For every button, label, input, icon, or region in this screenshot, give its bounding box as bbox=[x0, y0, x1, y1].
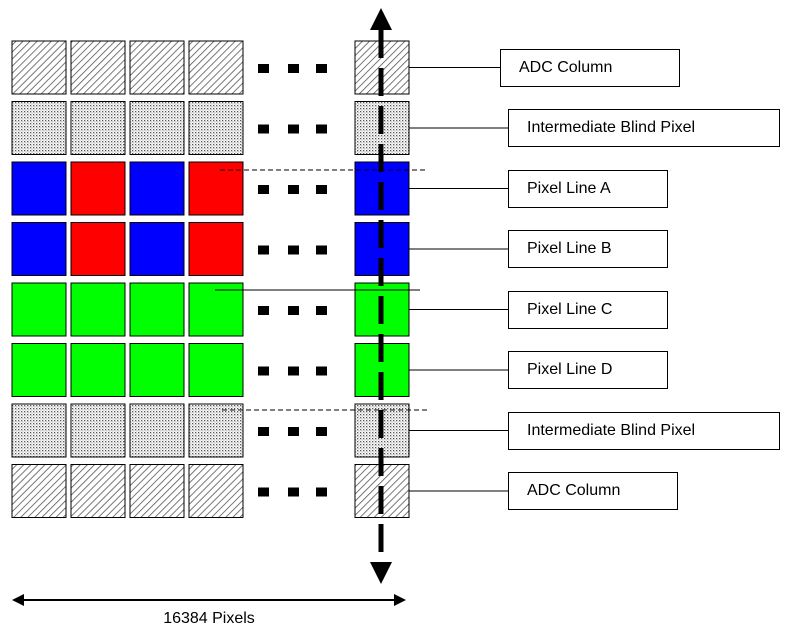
pixel-cell bbox=[188, 222, 244, 276]
row-label-box: Pixel Line A bbox=[508, 169, 668, 208]
ellipsis-dot bbox=[258, 366, 269, 376]
ellipsis-dot bbox=[258, 487, 269, 497]
pixel-cell bbox=[11, 101, 67, 155]
ellipsis-dot bbox=[258, 185, 269, 194]
readout-arrow-down-head bbox=[370, 562, 392, 584]
pixel-cell bbox=[70, 40, 126, 95]
pixel-cell bbox=[70, 161, 126, 216]
readout-direction-arrow bbox=[370, 8, 392, 584]
ellipsis-dot bbox=[288, 487, 299, 497]
pixel-cell bbox=[129, 222, 185, 276]
ellipsis-dot bbox=[288, 306, 299, 315]
ellipsis-dot bbox=[258, 245, 269, 255]
ellipsis-dot bbox=[316, 427, 327, 436]
ellipsis-dot bbox=[316, 306, 327, 315]
row-label-box: Pixel Line C bbox=[508, 290, 668, 329]
pixel-cell bbox=[129, 282, 185, 337]
pixel-cell bbox=[188, 101, 244, 155]
ellipsis-dot bbox=[258, 124, 269, 134]
row-label-box: Intermediate Blind Pixel bbox=[508, 411, 780, 450]
pixel-cell bbox=[129, 40, 185, 95]
ellipsis-dot bbox=[288, 64, 299, 73]
ellipsis-dot bbox=[316, 124, 327, 134]
ellipsis-dot bbox=[288, 124, 299, 134]
pixel-cell bbox=[129, 464, 185, 518]
pixel-cell bbox=[70, 464, 126, 518]
pixel-cell bbox=[188, 40, 244, 95]
pixel-cell bbox=[188, 343, 244, 397]
pixel-cell bbox=[129, 403, 185, 458]
pixel-cell bbox=[11, 464, 67, 518]
ellipsis-dot bbox=[258, 306, 269, 315]
row-label-box: Pixel Line B bbox=[508, 230, 668, 268]
ellipsis-dot bbox=[316, 245, 327, 255]
ellipsis-dot bbox=[258, 64, 269, 73]
ellipsis-dot bbox=[288, 366, 299, 376]
pixel-cell bbox=[11, 222, 67, 276]
pixel-cell bbox=[129, 101, 185, 155]
row-label-box: ADC Column bbox=[500, 48, 680, 87]
row-label-box: ADC Column bbox=[508, 472, 678, 510]
ellipsis-group bbox=[258, 64, 327, 497]
ellipsis-dot bbox=[258, 427, 269, 436]
row-label-box: Pixel Line D bbox=[508, 351, 668, 389]
pixel-cell bbox=[70, 343, 126, 397]
pixel-cell bbox=[70, 282, 126, 337]
row-label-box: Intermediate Blind Pixel bbox=[508, 109, 780, 147]
pixel-cell bbox=[129, 161, 185, 216]
separator-group bbox=[215, 169, 428, 411]
pixel-cell bbox=[188, 161, 244, 216]
pixel-cell bbox=[11, 40, 67, 95]
ellipsis-dot bbox=[316, 185, 327, 194]
pixel-cell bbox=[70, 101, 126, 155]
pixel-cell bbox=[129, 343, 185, 397]
pixel-cell bbox=[188, 403, 244, 458]
pixel-grid bbox=[11, 40, 410, 518]
ellipsis-dot bbox=[316, 487, 327, 497]
ellipsis-dot bbox=[316, 366, 327, 376]
width-arrow-left-head bbox=[12, 594, 24, 606]
pixel-cell bbox=[188, 464, 244, 518]
ellipsis-dot bbox=[288, 427, 299, 436]
pixel-cell bbox=[70, 222, 126, 276]
pixel-cell bbox=[70, 403, 126, 458]
width-arrow-right-head bbox=[394, 594, 406, 606]
width-dimension-arrow bbox=[12, 594, 406, 606]
ellipsis-dot bbox=[288, 185, 299, 194]
ellipsis-dot bbox=[288, 245, 299, 255]
pixel-cell bbox=[11, 343, 67, 397]
pixel-cell bbox=[188, 282, 244, 337]
pixel-cell bbox=[11, 161, 67, 216]
width-label: 16384 Pixels bbox=[163, 610, 255, 627]
pixel-cell bbox=[11, 403, 67, 458]
connector-group bbox=[409, 67, 508, 492]
readout-arrow-up-head bbox=[370, 8, 392, 30]
pixel-cell bbox=[11, 282, 67, 337]
ellipsis-dot bbox=[316, 64, 327, 73]
